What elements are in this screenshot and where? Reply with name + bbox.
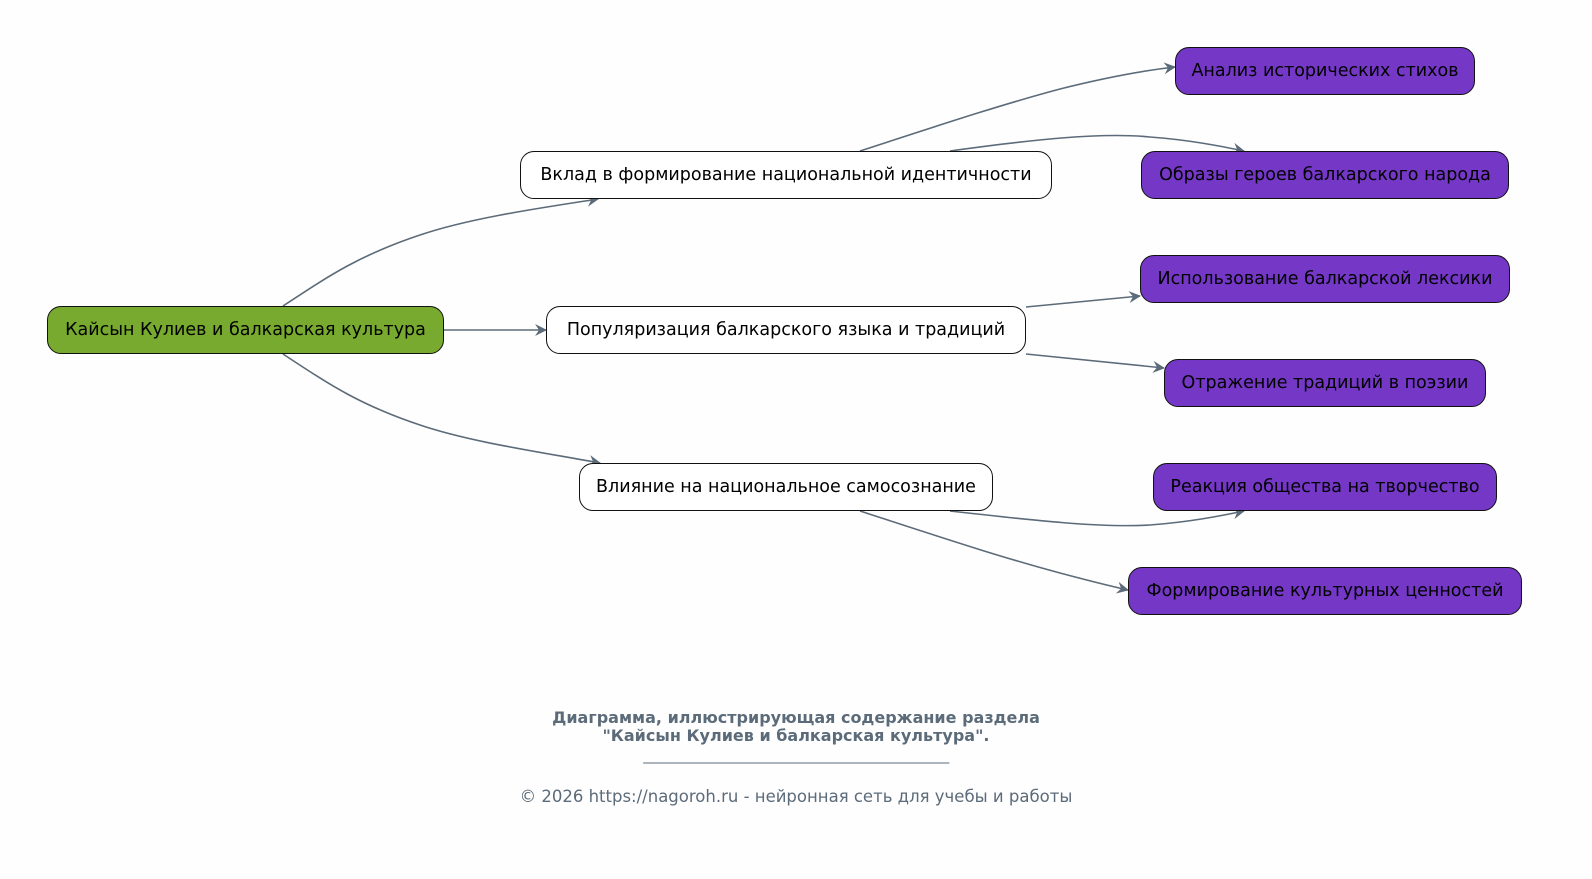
node-leaf-label: Отражение традиций в поэзии xyxy=(1181,373,1469,393)
node-root-label: Кайсын Кулиев и балкарская культура xyxy=(65,320,426,340)
node-leaf-hero-images[interactable]: Образы героев балкарского народа xyxy=(1141,151,1509,199)
edge-t3-s5 xyxy=(949,507,1245,527)
node-topic-language[interactable]: Популяризация балкарского языка и традиц… xyxy=(546,306,1026,354)
edge-root-t1 xyxy=(282,194,599,307)
node-topic-label: Вклад в формирование национальной иденти… xyxy=(540,165,1032,185)
node-leaf-society-reaction[interactable]: Реакция общества на творчество xyxy=(1153,463,1497,511)
edge-t3-s6 xyxy=(859,510,1129,594)
node-leaf-historical-poems[interactable]: Анализ исторических стихов xyxy=(1175,47,1475,95)
node-topic-selfawareness[interactable]: Влияние на национальное самосознание xyxy=(579,463,993,511)
edge-root-t3 xyxy=(282,353,601,467)
edge-t1-s1 xyxy=(859,62,1176,152)
node-root[interactable]: Кайсын Кулиев и балкарская культура xyxy=(47,306,444,354)
copyright-footer: © 2026 https://nagoroh.ru - нейронная се… xyxy=(519,787,1073,806)
node-topic-label: Влияние на национальное самосознание xyxy=(596,477,976,497)
edges-layer xyxy=(282,62,1245,594)
caption-divider: ________________________________________… xyxy=(643,748,949,764)
edge-t1-s2 xyxy=(949,134,1245,155)
node-topic-identity[interactable]: Вклад в формирование национальной иденти… xyxy=(520,151,1052,199)
caption-line-1: Диаграмма, иллюстрирующая содержание раз… xyxy=(552,708,1040,727)
node-leaf-label: Формирование культурных ценностей xyxy=(1146,581,1504,601)
node-leaf-label: Образы героев балкарского народа xyxy=(1159,165,1491,185)
node-leaf-cultural-values[interactable]: Формирование культурных ценностей xyxy=(1128,567,1522,615)
edge-t2-s3 xyxy=(1025,291,1141,308)
edge-t2-s4 xyxy=(1025,353,1165,373)
diagram-caption: Диаграмма, иллюстрирующая содержание раз… xyxy=(0,709,1592,745)
node-leaf-balkar-lexicon[interactable]: Использование балкарской лексики xyxy=(1140,255,1510,303)
node-leaf-traditions-poetry[interactable]: Отражение традиций в поэзии xyxy=(1164,359,1486,407)
node-leaf-label: Анализ исторических стихов xyxy=(1191,61,1459,81)
node-topic-label: Популяризация балкарского языка и традиц… xyxy=(566,320,1006,340)
caption-line-2: "Кайсын Кулиев и балкарская культура". xyxy=(602,726,990,745)
node-leaf-label: Использование балкарской лексики xyxy=(1157,269,1493,289)
node-leaf-label: Реакция общества на творчество xyxy=(1170,477,1480,497)
